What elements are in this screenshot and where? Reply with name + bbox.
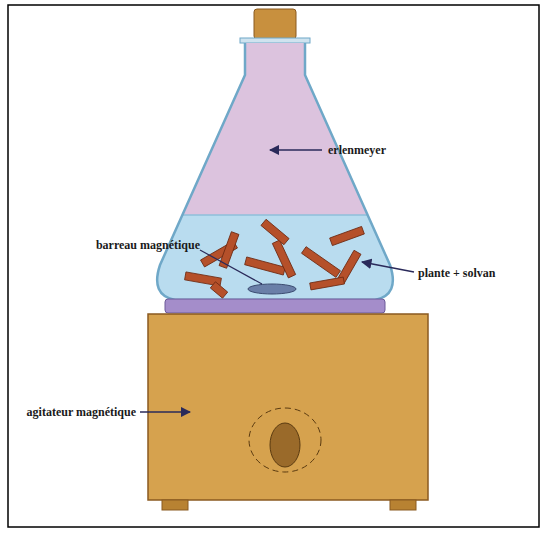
stirrer-foot	[390, 500, 416, 510]
flask-interior	[157, 43, 393, 300]
plant-pieces	[185, 219, 365, 298]
leader-arrow	[140, 411, 190, 413]
stirrer-housing	[148, 314, 428, 500]
stirrer-foot	[162, 500, 188, 510]
liquid	[157, 215, 393, 300]
frame	[8, 5, 539, 527]
stirrer-plate	[165, 299, 385, 313]
leader-arrow	[270, 149, 322, 151]
speed-scale	[249, 408, 321, 472]
callout-label: agitateur magnétique	[27, 405, 136, 419]
cork-stopper	[254, 9, 296, 39]
callout-label: barreau magnétique	[96, 238, 200, 252]
flask-lip	[240, 38, 310, 43]
liquid-surface	[182, 214, 368, 216]
callout-label: erlenmeyer	[328, 143, 386, 157]
flask-outline	[157, 43, 393, 300]
leader-arrow	[362, 262, 414, 272]
speed-knob	[270, 423, 300, 467]
leader-line	[200, 250, 262, 284]
callout-label: plante + solvan	[418, 266, 496, 280]
stir-bar	[248, 284, 296, 294]
